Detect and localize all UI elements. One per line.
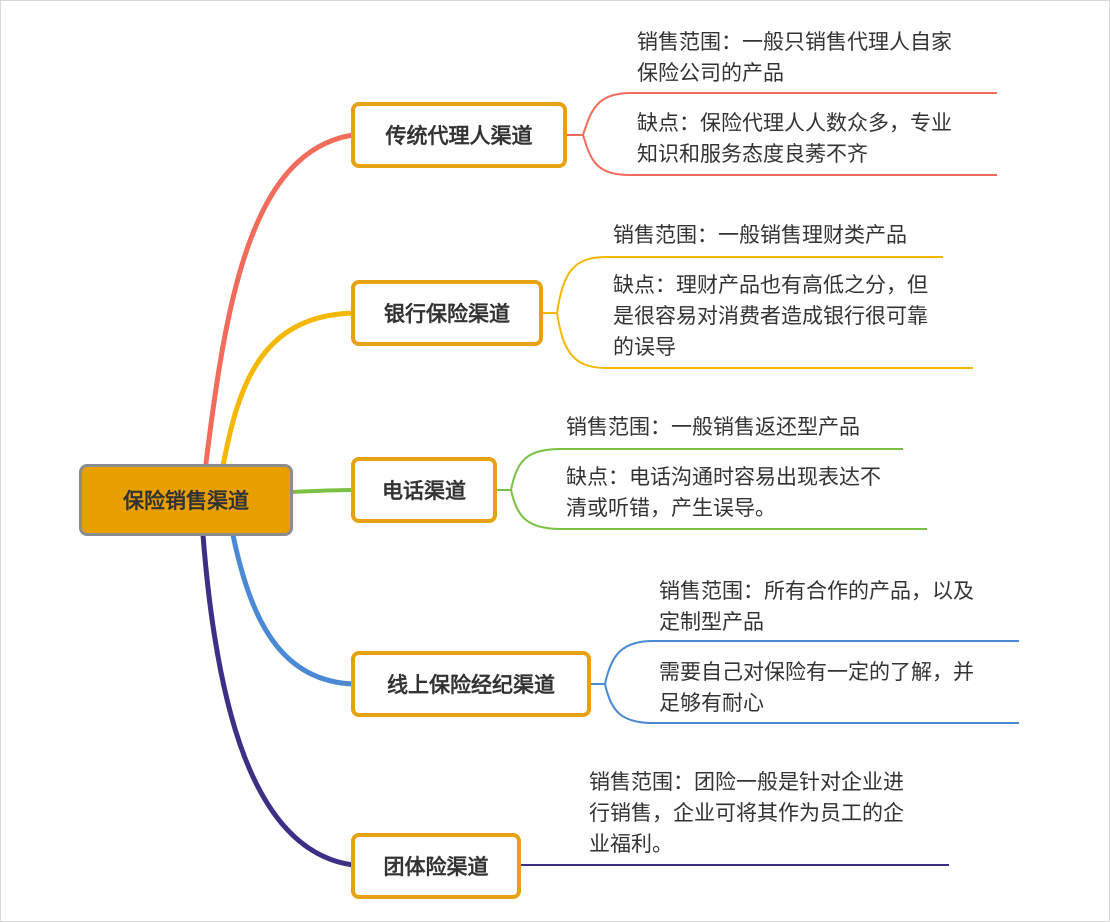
root-to-bank-curve <box>220 310 356 469</box>
traditional-leaf-1-connector <box>582 92 997 136</box>
branch-traditional-connectors <box>203 92 997 466</box>
root-node-label: 保险销售渠道 <box>123 489 249 513</box>
phone-leaf-2-connector <box>510 489 927 530</box>
root-to-online-curve <box>230 532 356 687</box>
online-leaf-2-connector <box>604 683 1019 724</box>
branch-node-phone[interactable]: 电话渠道 <box>351 457 497 523</box>
branch-node-phone-label: 电话渠道 <box>382 479 466 503</box>
branch-bank-connectors <box>220 256 973 469</box>
root-to-phone-curve <box>290 488 355 494</box>
branch-node-traditional-label: 传统代理人渠道 <box>385 124 533 148</box>
bank-leaf-scope: 销售范围：一般销售理财类产品 <box>613 223 907 247</box>
traditional-leaf-drawback: 缺点：保险代理人人数众多，专业 知识和服务态度良莠不齐 <box>637 111 952 166</box>
root-to-group-curve <box>200 532 356 868</box>
root-to-traditional-curve <box>203 132 356 466</box>
traditional-leaf-2-connector <box>582 134 997 176</box>
bank-leaf-1-connector <box>556 256 943 314</box>
branch-phone-connectors <box>290 448 927 530</box>
branch-node-bank[interactable]: 银行保险渠道 <box>351 280 543 346</box>
bank-leaf-2-connector <box>556 312 973 369</box>
online-leaf-requirement: 需要自己对保险有一定的了解，并 足够有耐心 <box>659 660 974 715</box>
branch-node-group-label: 团体险渠道 <box>383 855 489 879</box>
group-leaf-scope: 销售范围：团险一般是针对企业进 行销售，企业可将其作为员工的企 业福利。 <box>589 770 904 856</box>
online-leaf-1-connector <box>604 640 1019 685</box>
branch-group-connectors <box>200 532 949 868</box>
branch-node-online-label: 线上保险经纪渠道 <box>387 673 555 697</box>
branch-node-bank-label: 银行保险渠道 <box>384 302 510 326</box>
phone-leaf-1-connector <box>510 448 903 491</box>
root-node[interactable]: 保险销售渠道 <box>79 464 293 536</box>
online-leaf-scope: 销售范围：所有合作的产品，以及 定制型产品 <box>659 579 974 634</box>
branch-online-connectors <box>230 532 1019 724</box>
branch-node-online[interactable]: 线上保险经纪渠道 <box>351 651 591 717</box>
phone-leaf-drawback: 缺点：电话沟通时容易出现表达不 清或听错，产生误导。 <box>566 465 881 520</box>
traditional-leaf-scope: 销售范围：一般只销售代理人自家 保险公司的产品 <box>637 30 952 85</box>
bank-leaf-drawback: 缺点：理财产品也有高低之分，但 是很容易对消费者造成银行很可靠 的误导 <box>613 273 928 359</box>
branch-node-traditional[interactable]: 传统代理人渠道 <box>351 102 567 168</box>
branch-node-group[interactable]: 团体险渠道 <box>351 833 521 899</box>
phone-leaf-scope: 销售范围：一般销售返还型产品 <box>566 415 860 439</box>
